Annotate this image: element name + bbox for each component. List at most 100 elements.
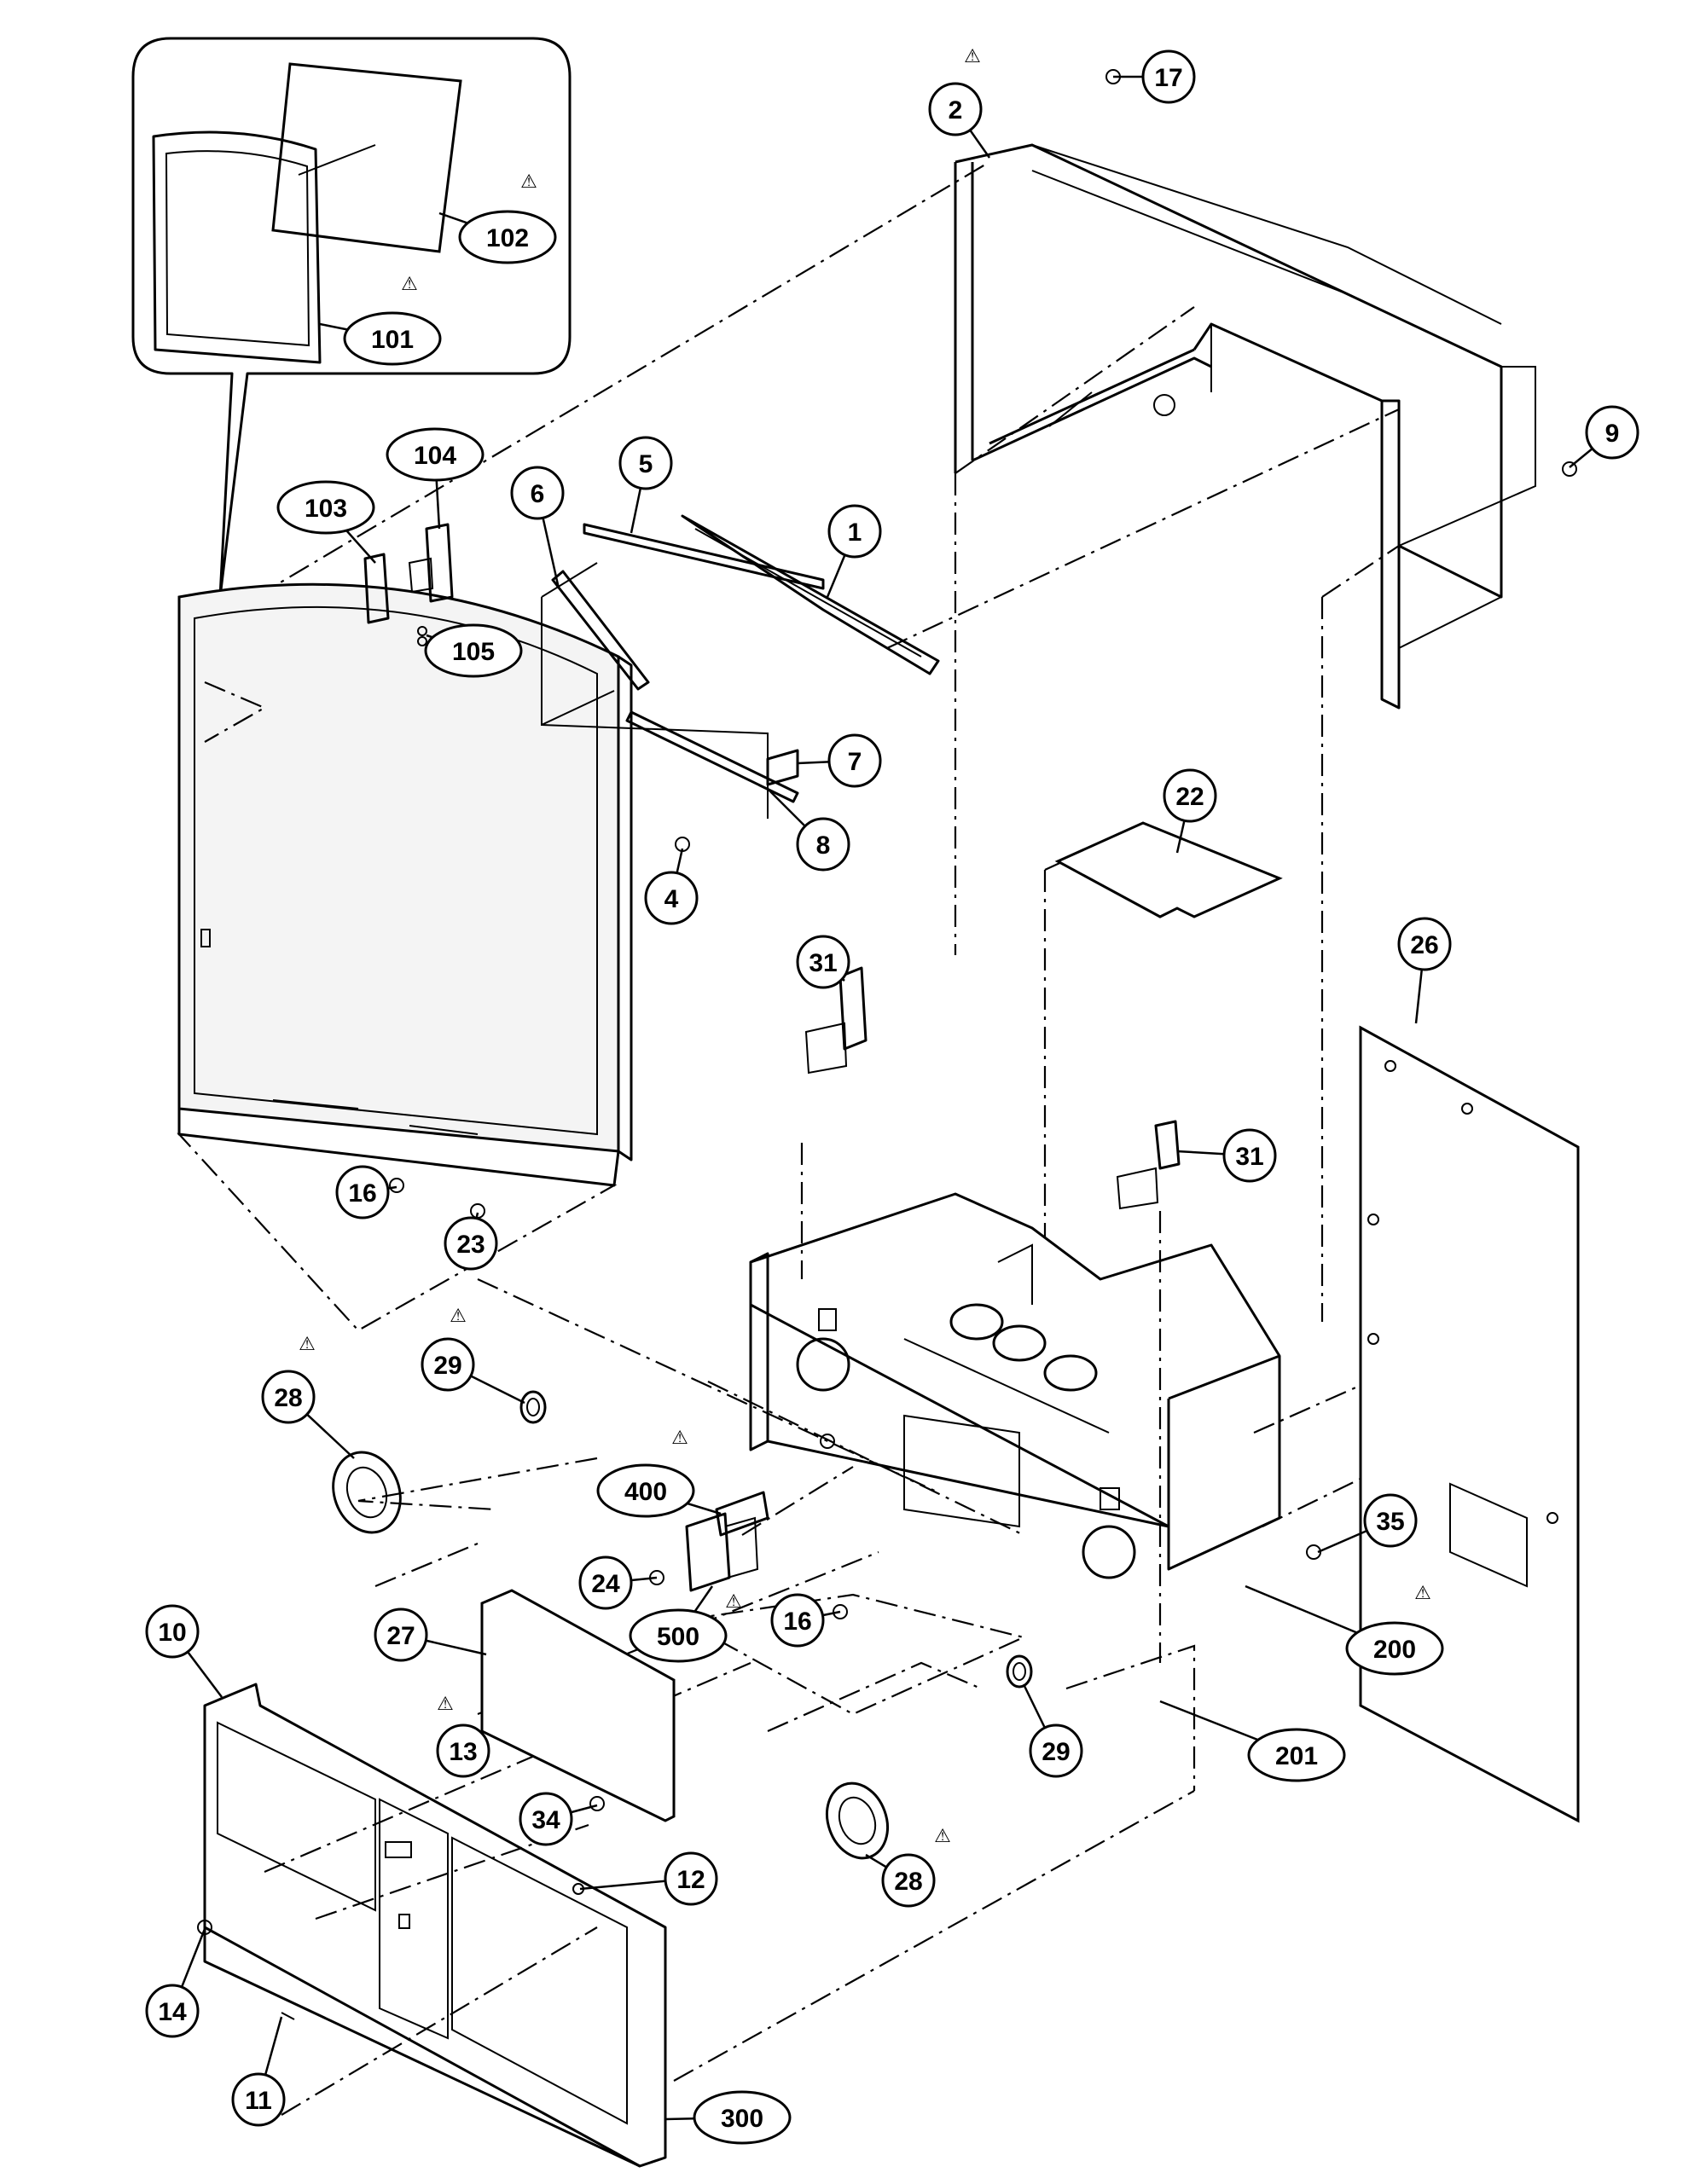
callout-bubble [1029, 1723, 1083, 1778]
callout-bubble [421, 1337, 475, 1392]
callout-number: 500 [657, 1623, 699, 1651]
callout-35: 35 [1317, 1493, 1418, 1554]
bracket-500 [685, 1512, 759, 1592]
callout-number: 104 [414, 442, 456, 470]
speaker-29-left [519, 1390, 547, 1424]
callout-24: 24 [578, 1555, 658, 1610]
callout-bubble [424, 623, 523, 678]
callout-number: 4 [664, 885, 679, 913]
assembly-guide-lines [177, 161, 1579, 2116]
callout-number: 400 [624, 1478, 667, 1506]
screen-frame-101 [152, 130, 322, 364]
callout-11: 11 [231, 2016, 286, 2127]
callout-bubble [578, 1555, 633, 1610]
callout-13: 13 ⚠ [436, 1694, 490, 1778]
callout-number: 105 [452, 638, 495, 666]
callout-bubble [335, 1165, 390, 1219]
main-chassis-200 [749, 1192, 1281, 1579]
warning-triangle-icon: ⚠ [725, 1591, 742, 1613]
callout-bubble [1397, 917, 1452, 971]
callout-500: 500 ⚠ [629, 1585, 742, 1663]
callout-1: 1 [826, 504, 882, 598]
callout-bubble [519, 1792, 573, 1846]
callout-bubble [664, 1851, 718, 1906]
callout-bubble [618, 436, 673, 490]
callout-number: 9 [1605, 420, 1620, 448]
callout-bubble [145, 1984, 200, 2038]
callout-number: 29 [433, 1352, 461, 1380]
callout-bubble [629, 1608, 728, 1663]
callout-number: 27 [386, 1622, 415, 1650]
callout-17: 17 [1113, 49, 1196, 104]
callout-34: 34 [519, 1792, 598, 1846]
callout-number: 1 [848, 518, 862, 547]
front-screen-assembly [177, 582, 633, 1187]
mirror-bracket-6 [551, 570, 650, 691]
callout-bubble [343, 311, 442, 366]
callout-bubble [770, 1593, 825, 1648]
warning-triangle-icon: ⚠ [437, 1694, 454, 1715]
mirror-bracket-8 [625, 710, 799, 803]
speaker-28-left [332, 1451, 402, 1534]
top-cabinet-frame-2 [954, 143, 1536, 710]
speaker-29-right [1006, 1654, 1033, 1689]
warning-triangle-icon: ⚠ [934, 1826, 951, 1847]
callout-103: 103 [276, 480, 376, 564]
callout-102: 102 ⚠ [438, 171, 557, 264]
callout-bubble [796, 817, 850, 872]
callout-29: 29 [1022, 1683, 1083, 1778]
callout-number: 29 [1042, 1738, 1070, 1766]
callout-bubble [231, 2072, 286, 2127]
callout-16: 16 [770, 1593, 841, 1648]
callout-number: 34 [531, 1806, 560, 1834]
callout-23: 23 [444, 1212, 498, 1271]
callout-bubble [1141, 49, 1196, 104]
callout-number: 5 [639, 450, 653, 478]
callout-200: 200⚠ [1245, 1583, 1444, 1676]
callout-bubble [644, 871, 699, 925]
callout-bubble [827, 504, 882, 559]
warning-triangle-icon: ⚠ [520, 171, 537, 193]
callout-number: 103 [305, 495, 347, 523]
callout-number: 10 [158, 1619, 186, 1647]
callout-number: 13 [449, 1738, 477, 1766]
warning-triangle-icon: ⚠ [1414, 1583, 1431, 1604]
callout-bubble [928, 82, 983, 136]
callout-6: 6 [510, 466, 565, 589]
mirror-subassembly [541, 514, 940, 852]
callout-16: 16 [335, 1165, 397, 1219]
callout-number: 16 [783, 1608, 811, 1636]
callout-9: 9 [1569, 405, 1639, 468]
bracket-31-left [804, 966, 868, 1075]
callout-number: 31 [1235, 1143, 1263, 1171]
warning-triangle-icon: ⚠ [671, 1428, 688, 1449]
callout-bubble [458, 210, 557, 264]
callout-number: 201 [1275, 1742, 1318, 1770]
screw-105 [417, 626, 427, 646]
callout-5: 5 [618, 436, 673, 534]
pcb-27 [480, 1589, 676, 1822]
callout-105: 105 [424, 623, 523, 678]
callout-number: 12 [676, 1866, 705, 1894]
front-base-300 [203, 1683, 667, 2168]
callout-bubble [276, 480, 375, 535]
callout-14: 14 [145, 1928, 206, 2038]
callout-28: 28⚠ [261, 1334, 355, 1459]
warning-triangle-icon: ⚠ [450, 1306, 467, 1327]
callout-number: 300 [721, 2105, 763, 2133]
pcb-22 [1054, 821, 1283, 918]
callout-number: 14 [158, 1998, 187, 2026]
callout-number: 8 [816, 831, 831, 860]
callout-number: 16 [348, 1179, 376, 1208]
callout-bubble [510, 466, 565, 520]
callout-number: 31 [809, 949, 837, 977]
mirror-bracket-7 [766, 749, 799, 786]
callout-22: 22 [1163, 768, 1217, 854]
callout-10: 10 [145, 1604, 223, 1698]
callout-number: 102 [486, 224, 529, 252]
callout-bubble [796, 935, 850, 989]
callout-bubble [1163, 768, 1217, 823]
callout-bubble [881, 1853, 936, 1908]
callout-number: 28 [274, 1384, 302, 1412]
